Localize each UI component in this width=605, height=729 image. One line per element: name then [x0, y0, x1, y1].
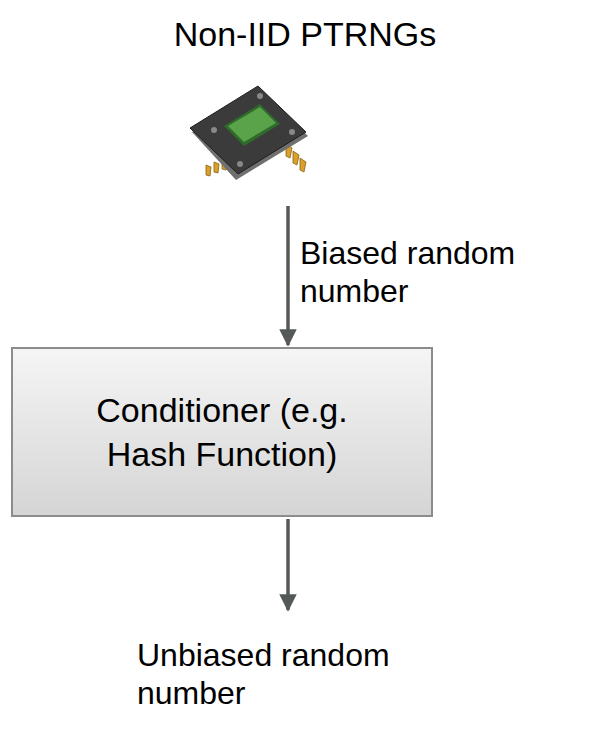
process-box: Conditioner (e.g. Hash Function)	[11, 347, 433, 517]
chip-icon	[180, 74, 320, 194]
output-label: Unbiased random number	[137, 636, 437, 712]
flow-arrow	[286, 206, 290, 345]
output-arrow	[286, 519, 290, 610]
chip-title: Non-IID PTRNGs	[110, 8, 500, 54]
box-text: Conditioner (e.g. Hash Function)	[57, 388, 387, 476]
chip-node: Non-IID PTRNGs	[110, 8, 500, 202]
edge-label: Biased random number	[300, 234, 590, 310]
